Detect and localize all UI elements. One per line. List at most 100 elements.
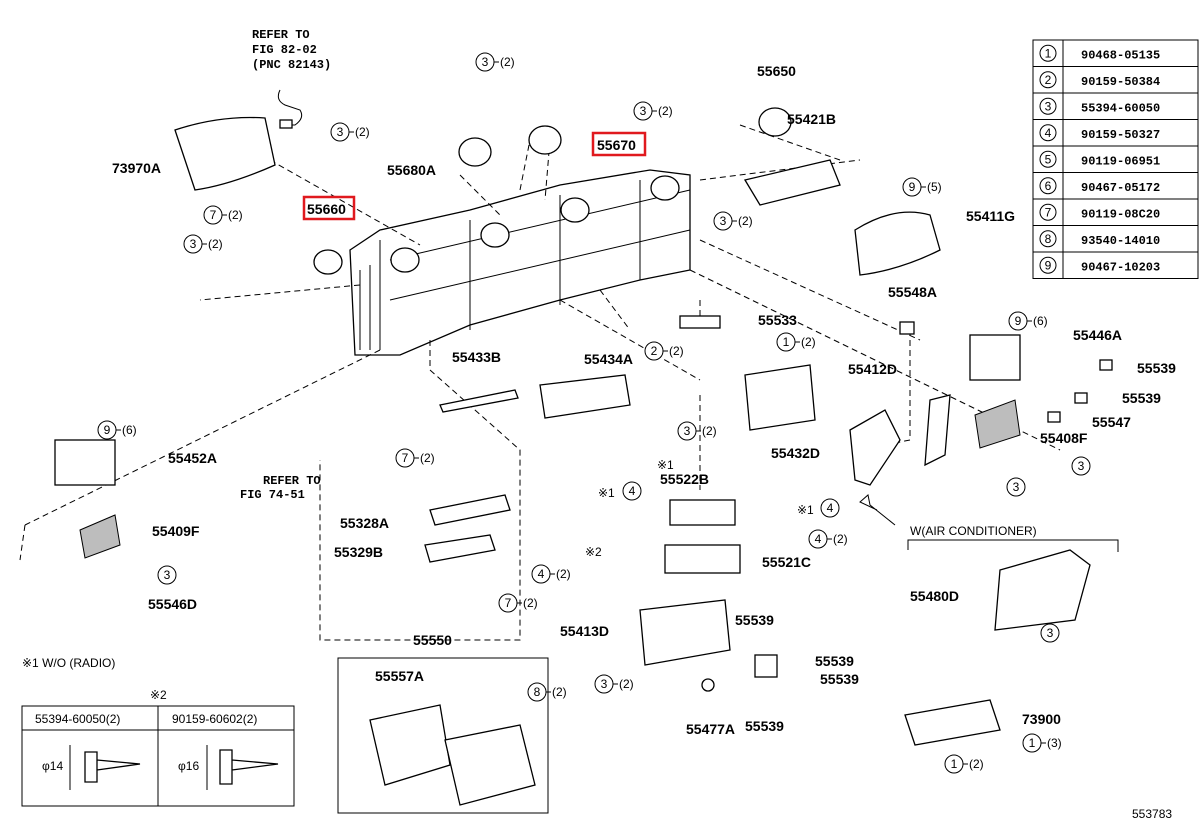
callout-quantity: (2): [969, 757, 984, 771]
screw-icon-2: [219, 749, 279, 785]
clip-55539-b: [1074, 392, 1088, 404]
glovebox-group-box: [337, 657, 549, 814]
callout-c9_6_b: 9(6): [97, 420, 137, 440]
callout-c3_2_f: 3(2): [677, 421, 717, 441]
part-label-p55328A: 55328A: [340, 515, 389, 531]
part-label-p55413D: 55413D: [560, 623, 609, 639]
part-label-p55650: 55650: [757, 63, 796, 79]
part-label-p55433B: 55433B: [452, 349, 501, 365]
callout-number: 4: [815, 532, 822, 546]
callout-circle: [1006, 477, 1026, 497]
part-55411G-shape: [854, 211, 941, 276]
part-55329B-shape: [424, 534, 496, 563]
callout-number: 7: [210, 208, 217, 222]
refer-mid-line1: REFER TO: [263, 474, 321, 488]
callout-number: 4: [629, 484, 636, 498]
callout-quantity: (2): [208, 237, 223, 251]
refer-top-line2: FIG 82-02: [252, 43, 317, 57]
callout-number: 3: [1013, 480, 1020, 494]
callout-quantity: (2): [552, 685, 567, 699]
part-label-p55446A: 55446A: [1073, 327, 1122, 343]
part-label-p55434A: 55434A: [584, 351, 633, 367]
vent-55670-shape: [528, 125, 562, 155]
part-label-p55546D: 55546D: [148, 596, 197, 612]
clips-55539-group: [754, 654, 778, 678]
callout-c3_a: 3: [1071, 456, 1091, 476]
callout-number: 1: [1029, 736, 1036, 750]
callout-c9_5: 9(5): [902, 177, 942, 197]
callout-number: 3: [190, 237, 197, 251]
refer-top-line3: (PNC 82143): [252, 58, 331, 72]
legend-num-circle: [1039, 44, 1057, 62]
note2-mark: ※2: [150, 688, 167, 702]
callout-number: 2: [651, 344, 658, 358]
arrow-icon: [859, 494, 896, 526]
part-label-p55421B: 55421B: [787, 111, 836, 127]
callout-number: 9: [104, 423, 111, 437]
callout-quantity: (2): [833, 532, 848, 546]
part-55434A-shape: [539, 374, 631, 419]
callout-circle: [820, 498, 840, 518]
part-55432D-panel: [924, 394, 951, 467]
callout-quantity: (6): [1033, 314, 1048, 328]
part-label-p55539e: 55539: [820, 671, 859, 687]
callout-circle: [622, 481, 642, 501]
callout-c3_2_c: 3(2): [633, 101, 673, 121]
legend-num-circle: [1039, 177, 1057, 195]
part-label-p55539c: 55539: [735, 612, 774, 628]
part-label-p55680A: 55680A: [387, 162, 436, 178]
legend-part-number: 90468-05135: [1081, 48, 1160, 62]
legend-num: 3: [1045, 99, 1052, 113]
screw-table: 55394-60050(2) 90159-60602(2) φ14 φ16: [21, 705, 295, 807]
part-label-p55539f: 55539: [745, 718, 784, 734]
screw-table-header-2: 90159-60602(2): [172, 712, 257, 726]
callout-number: 3: [1078, 459, 1085, 473]
connector-icon: [279, 119, 293, 129]
callout-number: 9: [909, 180, 916, 194]
legend-num: 2: [1045, 73, 1052, 87]
callout-c1_3: 1(3): [1022, 733, 1062, 753]
part-label-p55548A: 55548A: [888, 284, 937, 300]
callout-number: 8: [534, 685, 541, 699]
callout-number: 3: [482, 55, 489, 69]
legend-part-number: 90159-50327: [1081, 128, 1160, 142]
vent-55680A-shape: [458, 137, 492, 167]
part-label-p55409F: 55409F: [152, 523, 200, 539]
vent-55660-shape: [313, 249, 343, 275]
legend-num: 5: [1045, 152, 1052, 166]
callout-number: 9: [1015, 314, 1022, 328]
legend-num: 1: [1045, 46, 1052, 60]
glovebox-door-shape: [444, 724, 536, 806]
part-label-p55557A: 55557A: [375, 668, 424, 684]
callout-number: 3: [720, 214, 727, 228]
part-label-p55521C: 55521C: [762, 554, 811, 570]
part-label-p55547: 55547: [1092, 414, 1131, 430]
screw-table-header-1: 55394-60050(2): [35, 712, 120, 726]
callout-number: 7: [402, 451, 409, 465]
legend-num-circle: [1039, 71, 1057, 89]
part-label-p73900: 73900: [1022, 711, 1061, 727]
legend-part-number: 90467-10203: [1081, 260, 1160, 274]
callout-c3_2_a: 3(2): [475, 52, 515, 72]
callout-c3_2_g: 3(2): [594, 674, 634, 694]
callout-c1_2: 1(2): [776, 332, 816, 352]
part-55432D-shape: [849, 409, 901, 486]
legend-num: 8: [1045, 232, 1052, 246]
callouts: 3(2)3(2)3(2)3(2)7(2)3(2)9(5)2(2)1(2)9(6)…: [97, 52, 1091, 774]
legend-num: 6: [1045, 179, 1052, 193]
part-55412D-shape: [744, 364, 816, 431]
legend-num: 9: [1045, 258, 1052, 272]
part-73900-shape: [904, 699, 1001, 746]
legend-part-number: 90159-50384: [1081, 75, 1160, 89]
callout-c3_2_d: 3 (2): [183, 234, 223, 254]
refer-mid-line2: FIG 74-51: [240, 488, 305, 502]
legend-part-number: 90467-05172: [1081, 181, 1160, 195]
part-55409F-shape: [79, 514, 121, 559]
callout-c4_2_a: 4 (2): [808, 529, 848, 549]
part-55522B-shape: [669, 499, 736, 526]
part-label-p55432D: 55432D: [771, 445, 820, 461]
refer-top: REFER TO FIG 82-02 (PNC 82143): [252, 28, 331, 72]
callout-c3_b: 3: [1006, 477, 1026, 497]
